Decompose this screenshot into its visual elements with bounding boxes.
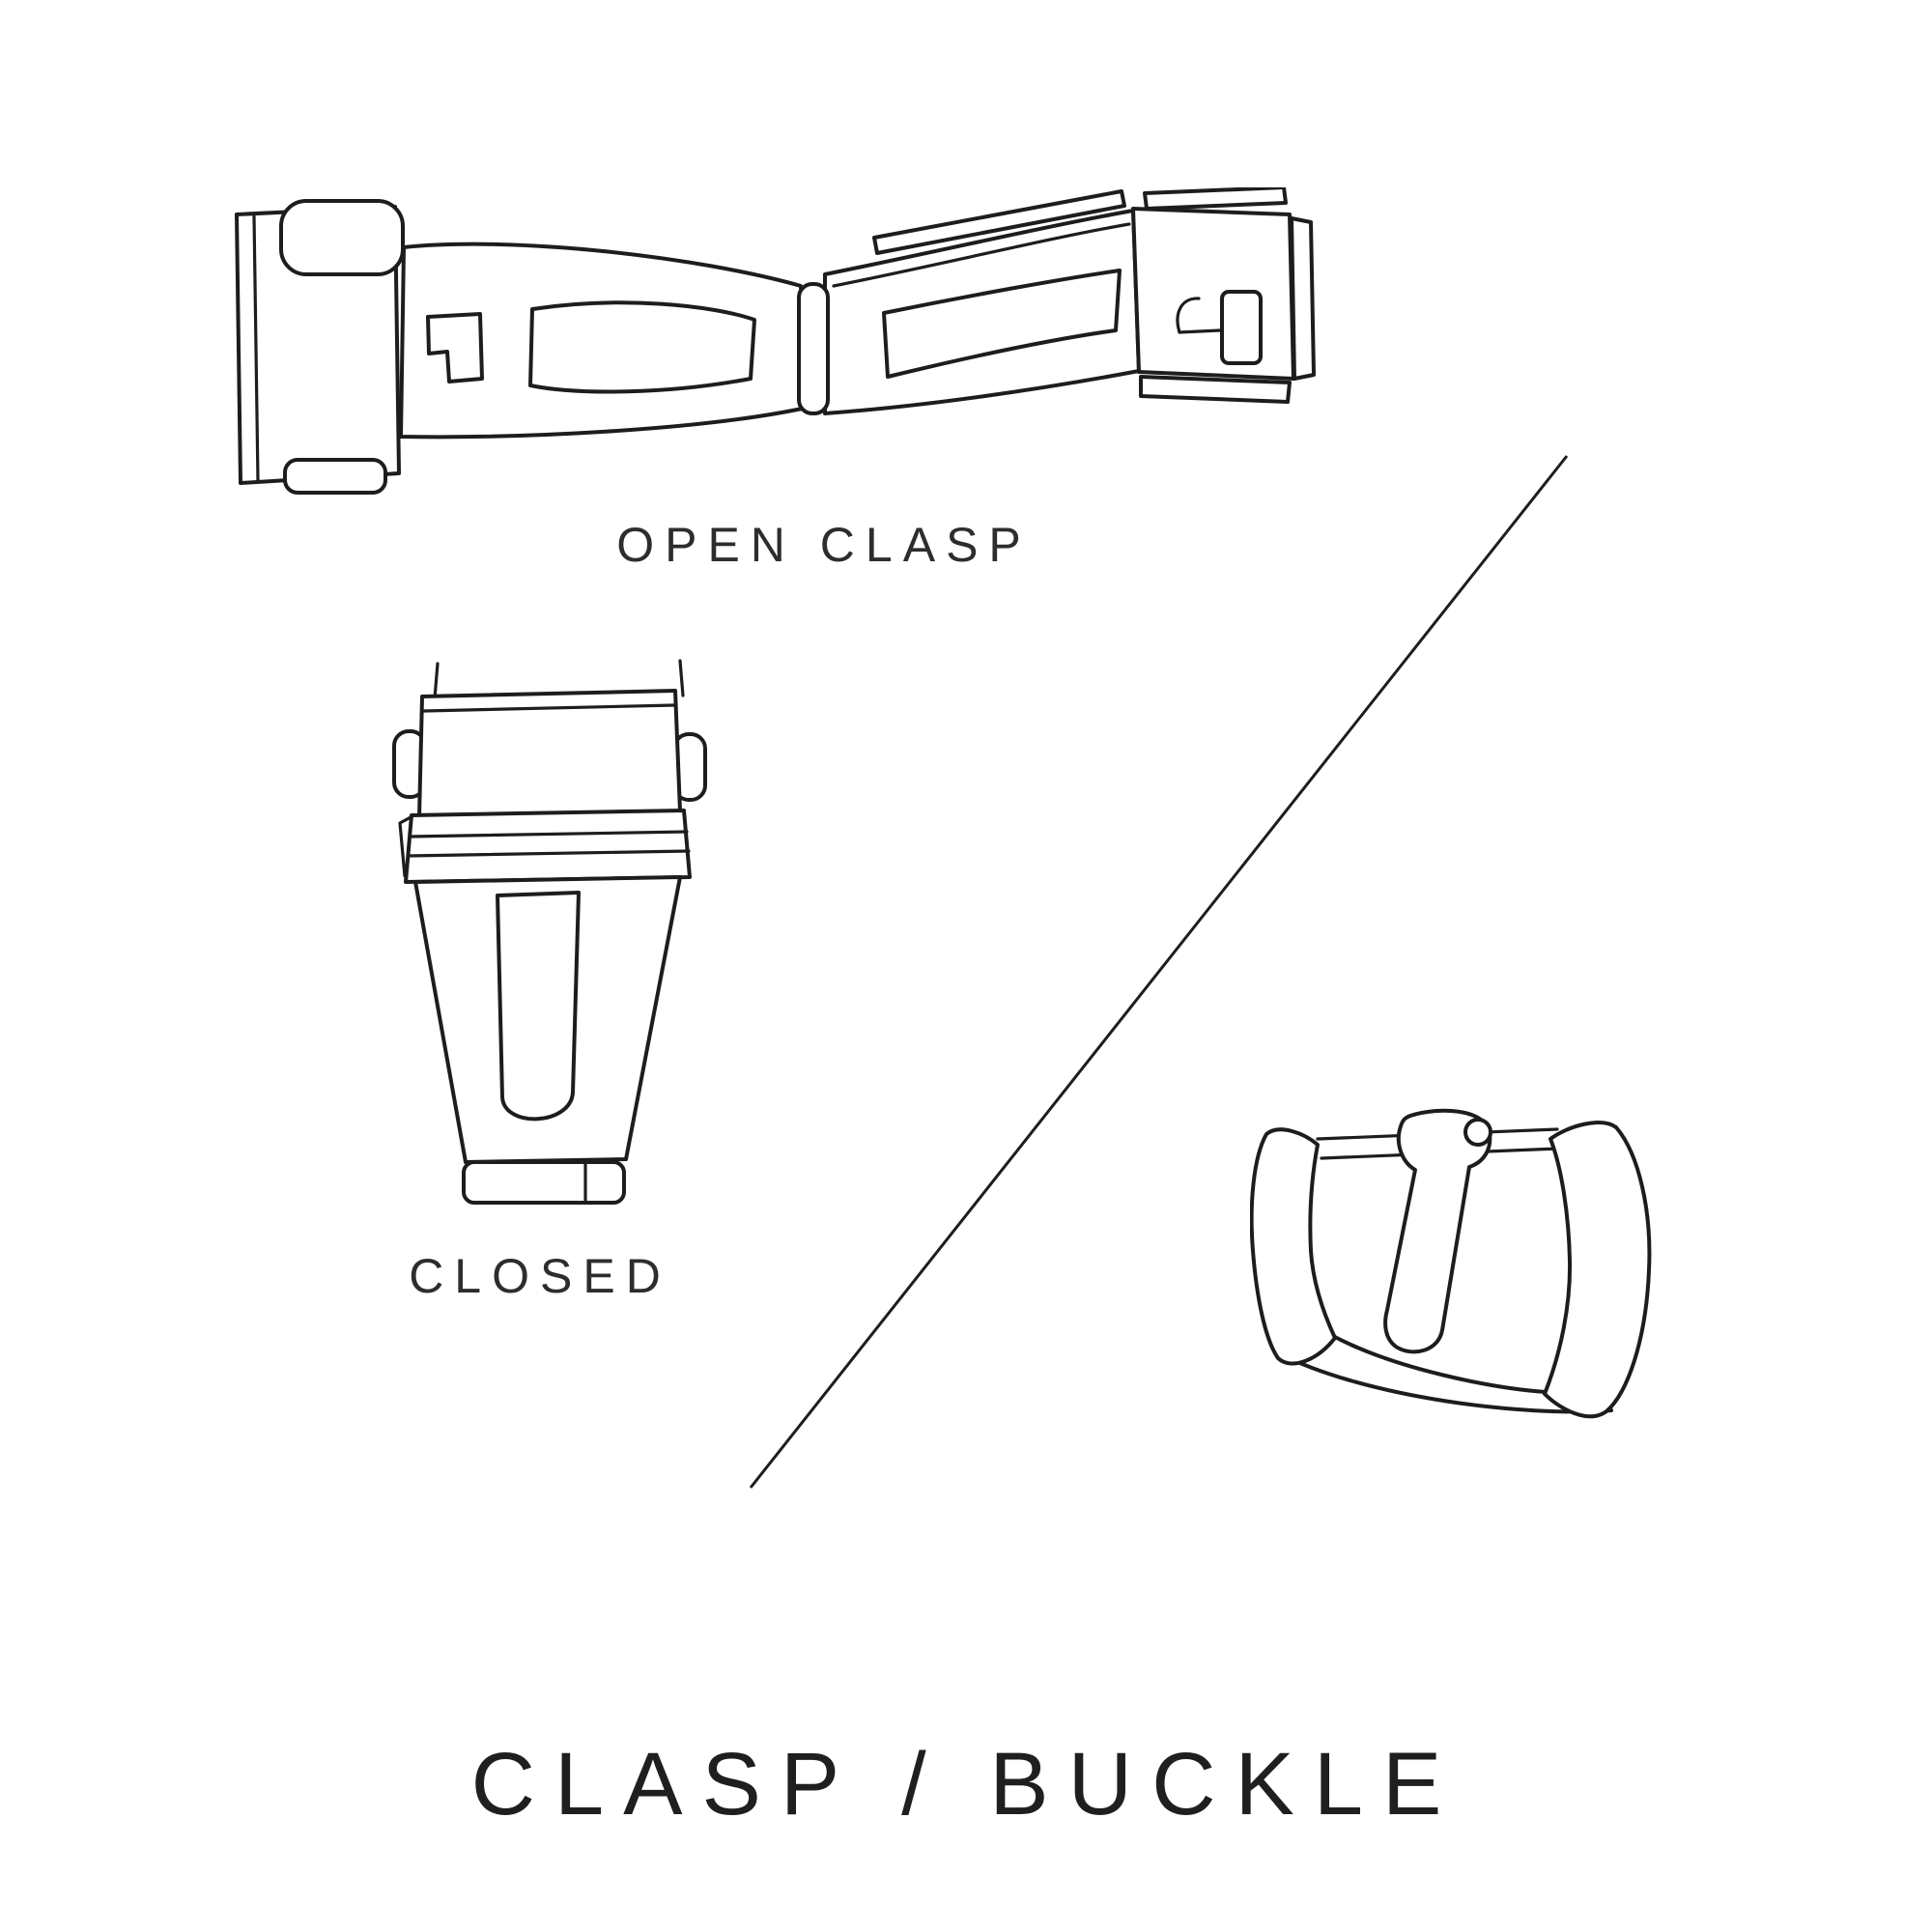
open-clasp-right-end-link: [1131, 187, 1316, 404]
closed-clasp-band: [398, 809, 692, 884]
buckle-tongue: [1383, 1108, 1492, 1354]
closed-clasp-illustration: [392, 659, 707, 1205]
buckle-right-side: [1543, 1121, 1652, 1419]
open-clasp-left-arm: [399, 242, 809, 440]
open-clasp-label: OPEN CLASP: [616, 518, 1032, 572]
open-clasp-right-arm: [823, 189, 1141, 415]
closed-clasp-label: CLOSED: [409, 1249, 671, 1303]
open-clasp-illustration: [235, 187, 1316, 495]
closed-clasp-body: [413, 875, 682, 1164]
open-clasp-center-hinge: [797, 282, 830, 415]
closed-clasp-foot: [462, 1160, 626, 1205]
closed-clasp-prongs: [433, 659, 685, 700]
buckle-left-side: [1250, 1127, 1337, 1366]
page-title: CLASP / BUCKLE: [470, 1735, 1462, 1833]
buckle-illustration: [1250, 1108, 1652, 1419]
open-clasp-left-end-link: [235, 199, 405, 495]
